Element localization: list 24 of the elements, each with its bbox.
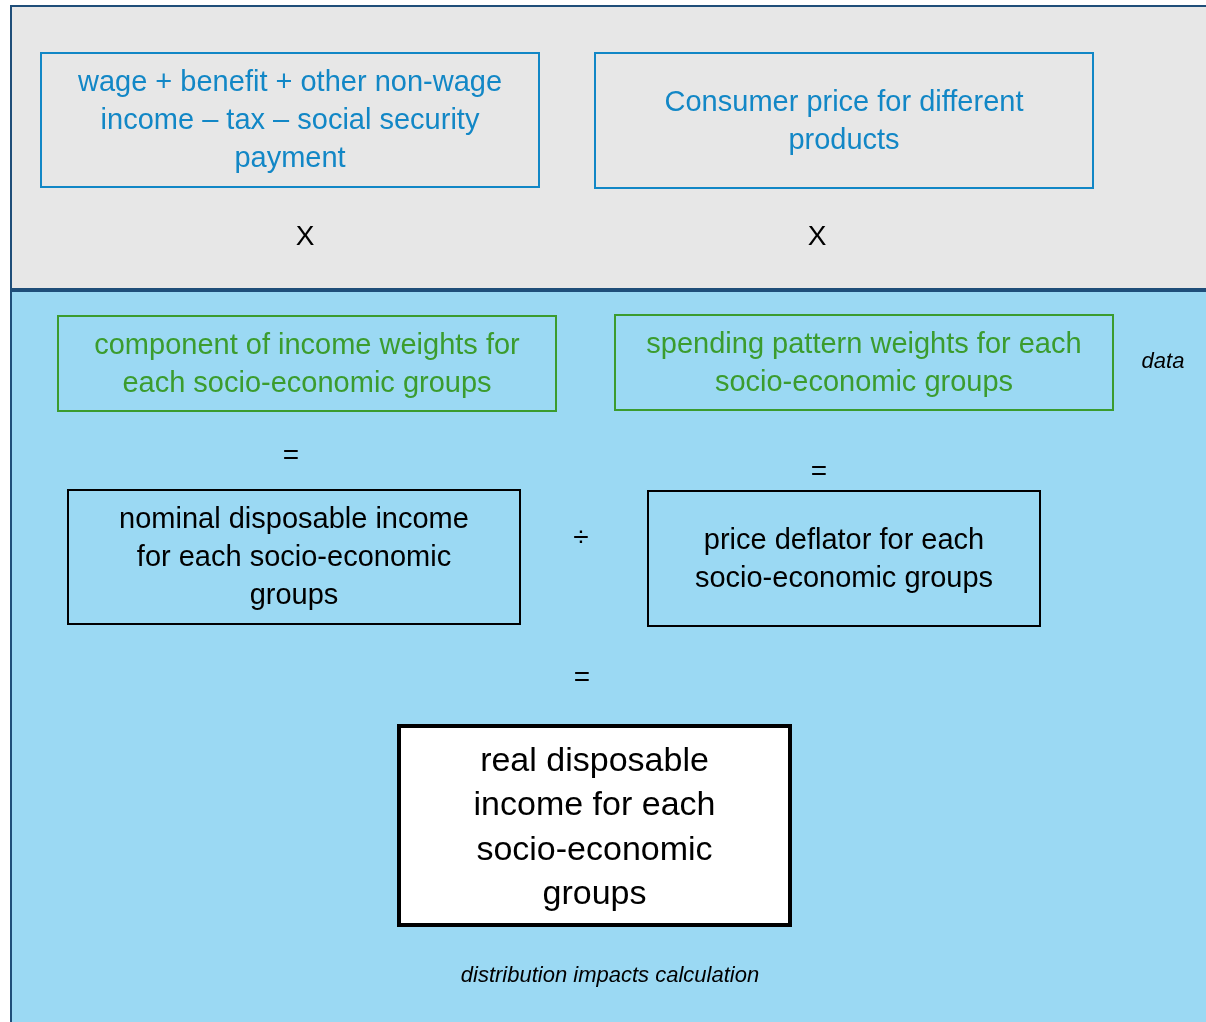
box-text: price deflator for each socio-economic groups (693, 521, 995, 595)
box-text: component of income weights for each socio-economic groups (93, 326, 521, 400)
equals-sign: = (810, 455, 828, 487)
model-result-box (594, 52, 1094, 189)
note-text: data (1141, 348, 1185, 374)
data-weight-box (57, 315, 557, 412)
model-result-box (40, 52, 540, 188)
panel-title: distribution impacts calculation (459, 961, 761, 990)
box-text: nominal disposable income for each socio-economic groups (118, 501, 470, 612)
multiply-sign: X (295, 220, 315, 252)
equals-sign: = (573, 661, 591, 693)
result-box (397, 724, 792, 927)
equals-sign: = (282, 439, 300, 471)
calculation-panel (10, 290, 1206, 1022)
box-text: Consumer price for different products (663, 83, 1025, 157)
calculation-box (67, 489, 521, 625)
calculation-box (647, 490, 1041, 627)
data-weight-box (614, 314, 1114, 411)
multiply-sign: X (807, 220, 827, 252)
box-text: wage + benefit + other non-wage income – tax – social security payment (77, 64, 503, 175)
divide-sign: ÷ (573, 521, 589, 553)
box-text: spending pattern weights for each socio-economic groups (646, 325, 1082, 399)
box-text: real disposable income for each socio-economic groups (472, 739, 717, 913)
results-panel (10, 5, 1206, 290)
